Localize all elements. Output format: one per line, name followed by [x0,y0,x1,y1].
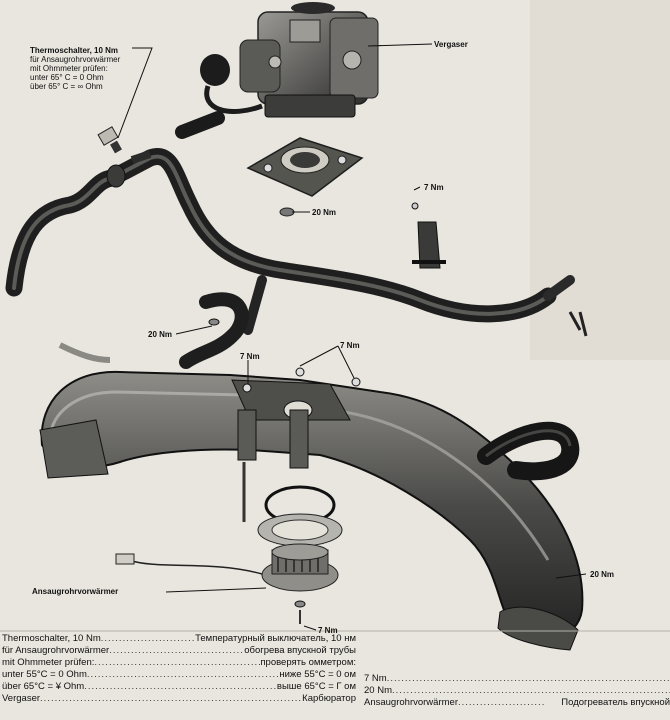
thermo-line3: unter 65° C = 0 Ohm [30,73,104,82]
thermo-line1: für Ansaugrohrvorwärmer [30,55,121,64]
legend-row: unter 55°C = 0 Ohm .....................… [2,669,356,680]
carburetor-label: Vergaser [434,40,468,49]
thermo-title: Thermoschalter, 10 Nm [30,46,119,55]
intake-manifold [39,367,584,651]
legend-row: Vergaser ...............................… [2,693,356,704]
leader-lines [117,43,587,631]
legend: Thermoschalter, 10 Nm ..................… [2,633,670,719]
legend-row: mit Ohmmeter prüfen: ...................… [2,657,356,668]
torque-label-7nm-upper: 7 Nm [424,183,444,192]
legend-row: über 65°C = ¥ Ohm ......................… [2,681,356,692]
carburetor [200,2,379,118]
u-hose [477,421,580,481]
torque-label-7nm-manifold-b: 7 Nm [340,341,360,350]
legend-row: für Ansaugrohrvorwärmer ................… [2,645,356,656]
torque-label-20nm-right: 20 Nm [590,570,615,579]
torque-label-7nm-bottom: 7 Nm [318,626,338,635]
torque-label-7nm-manifold-a: 7 Nm [240,352,260,361]
torque-label-20nm-left: 20 Nm [148,330,173,339]
preheater-label: Ansaugrohrvorwärmer [32,587,119,596]
connector-hoses [58,292,249,369]
legend-row-right: 20 Nm ..................................… [364,685,670,696]
legend-row-right: Ansaugrohrvorwärmer ....................… [364,697,670,708]
thermoswitch-callout: Thermoschalter, 10 Nm für Ansaugrohrvorw… [30,46,120,91]
thermo-line2: mit Ohmmeter prüfen: [30,64,108,73]
preheat-pipe [5,111,588,337]
legend-row-right: 7 Nm ...................................… [364,673,670,684]
torque-label-20nm-flange: 20 Nm [312,208,337,217]
carburetor-flange [246,137,364,217]
intake-preheater [115,462,343,624]
thermo-line4: über 65° C = ∞ Ohm [30,82,103,91]
legend-row: Thermoschalter, 10 Nm ..................… [2,633,356,644]
